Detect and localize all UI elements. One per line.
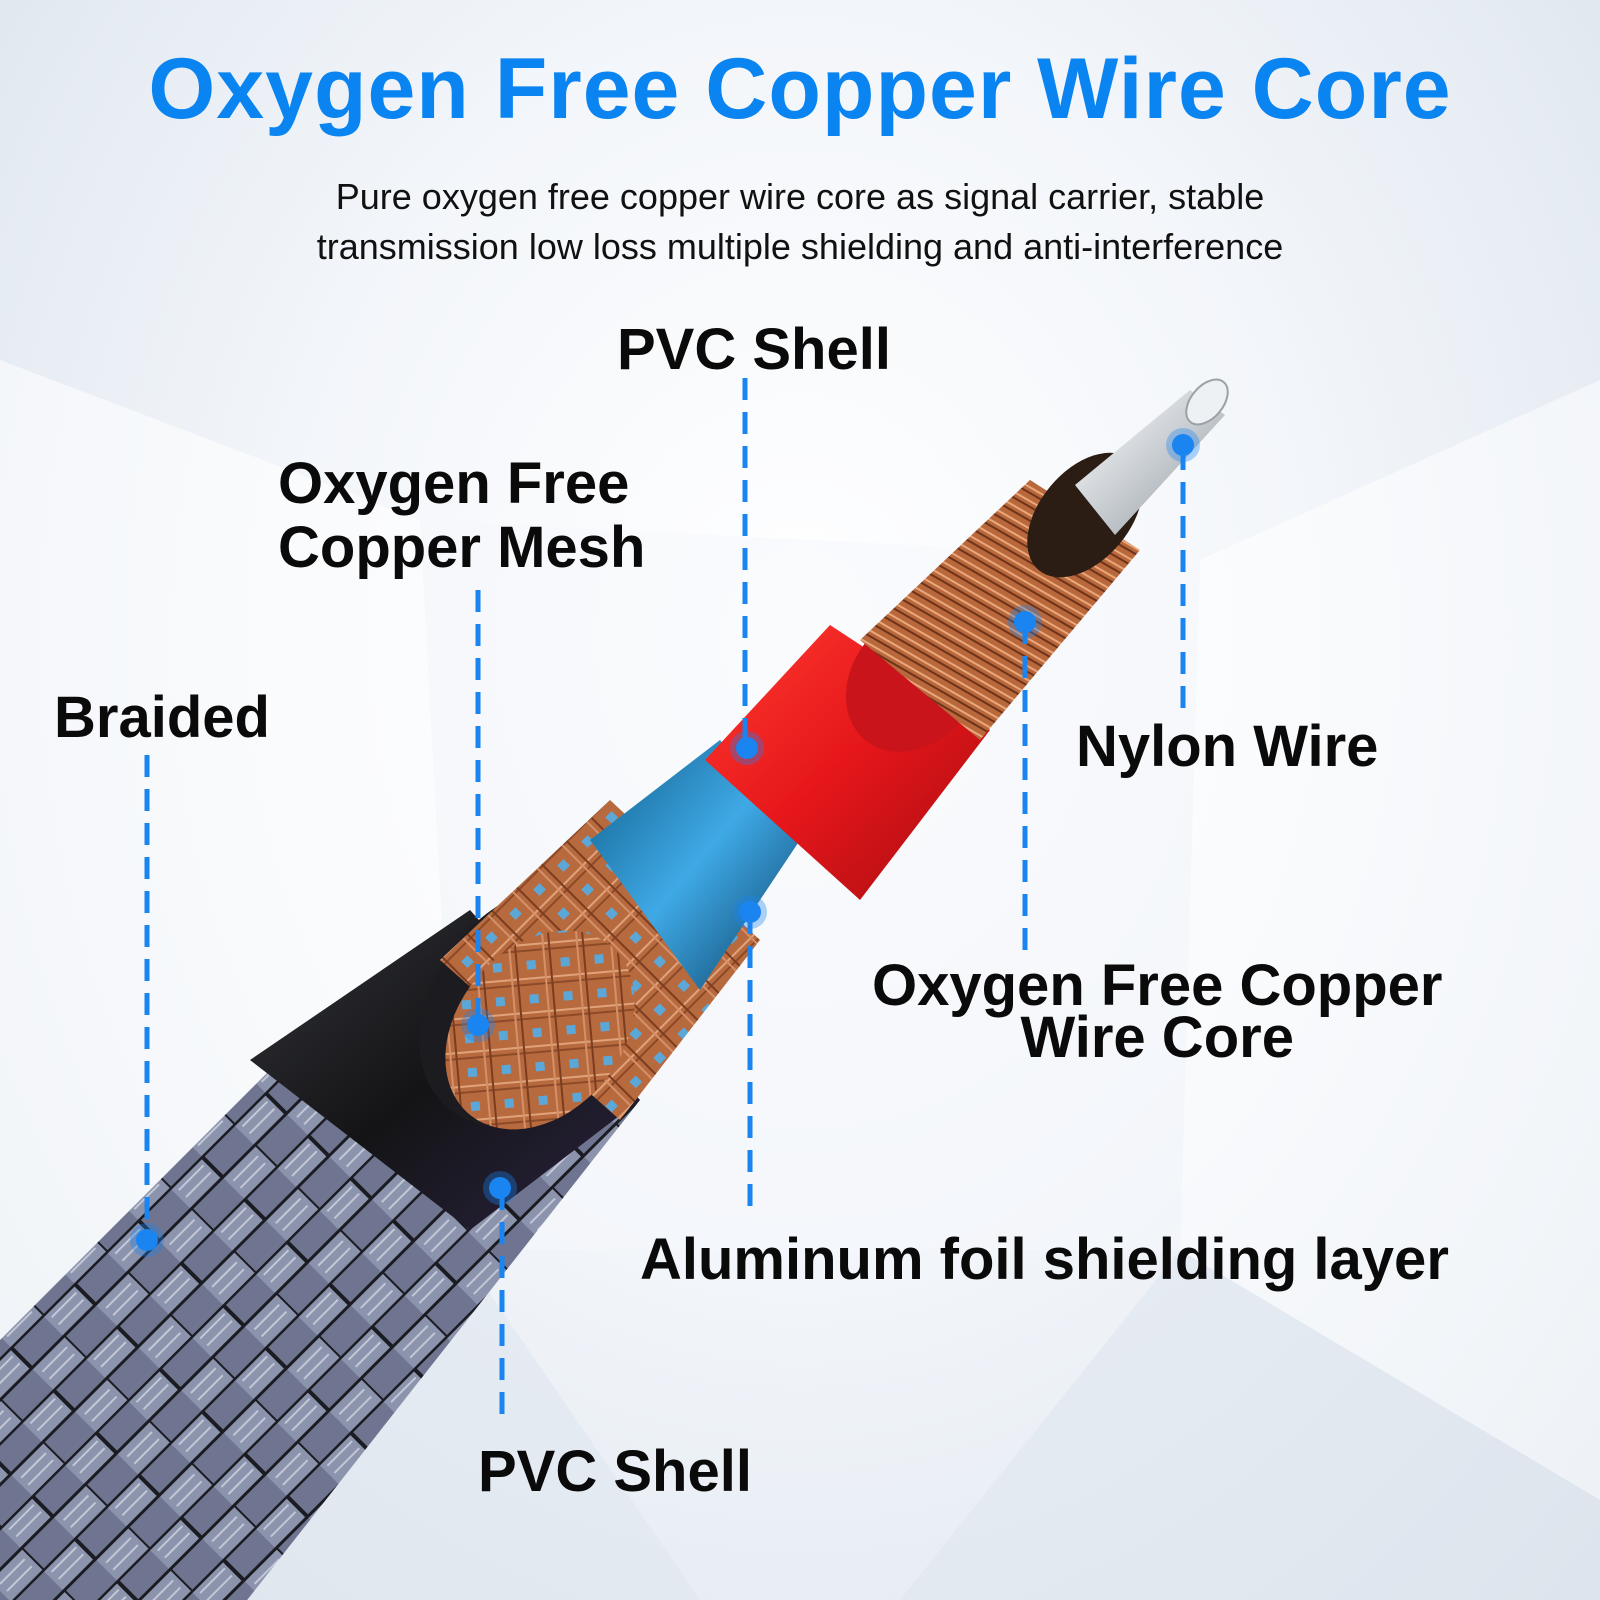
nylon-center-wire-end — [1185, 378, 1229, 426]
callout-copper-mesh-line-2: Copper Mesh — [278, 515, 646, 580]
marker-dot-braided — [136, 1229, 158, 1251]
subtitle-line-1: Pure oxygen free copper wire core as sig… — [335, 176, 1265, 217]
marker-dot-pvc-shell-bottom — [489, 1177, 511, 1199]
callout-copper-core: Oxygen Free Copper Wire Core — [872, 953, 1443, 1070]
callout-aluminum-foil-line-1: Aluminum foil shielding layer — [640, 1227, 1449, 1292]
subtitle-line-2: transmission low loss multiple shielding… — [316, 226, 1284, 267]
callout-nylon-wire: Nylon Wire — [1076, 715, 1378, 779]
aluminum-foil-layer — [590, 740, 800, 990]
callout-copper-core-line-2: Wire Core — [1020, 1005, 1294, 1070]
callout-pvc-shell-bottom-line-1: PVC Shell — [478, 1439, 752, 1504]
marker-dot-pvc-shell-top — [736, 737, 758, 759]
callout-braided-line-1: Braided — [54, 685, 270, 750]
subtitle: Pure oxygen free copper wire core as sig… — [0, 172, 1600, 272]
headline-title: Oxygen Free Copper Wire Core — [148, 41, 1452, 137]
callout-copper-mesh: Oxygen Free Copper Mesh — [278, 452, 645, 580]
callout-braided: Braided — [54, 686, 270, 750]
callout-copper-core-line-1: Oxygen Free Copper — [872, 953, 1443, 1018]
floor-right — [900, 1250, 1600, 1600]
beam-right — [1180, 380, 1600, 1500]
marker-dot-nylon-wire — [1172, 434, 1194, 456]
callout-nylon-wire-line-1: Nylon Wire — [1076, 714, 1379, 779]
copper-mesh-end — [445, 930, 635, 1130]
callout-copper-mesh-line-1: Oxygen Free — [278, 451, 630, 516]
callout-aluminum-foil: Aluminum foil shielding layer — [640, 1228, 1449, 1292]
callout-pvc-shell-top-line-1: PVC Shell — [617, 317, 891, 382]
marker-dot-copper-mesh — [467, 1014, 489, 1036]
callout-pvc-shell-bottom: PVC Shell — [478, 1440, 752, 1504]
nylon-center-wire — [1075, 390, 1225, 535]
marker-dot-copper-core — [1014, 611, 1036, 633]
marker-dot-aluminum-foil — [739, 901, 761, 923]
callout-pvc-shell-top: PVC Shell — [617, 318, 891, 382]
